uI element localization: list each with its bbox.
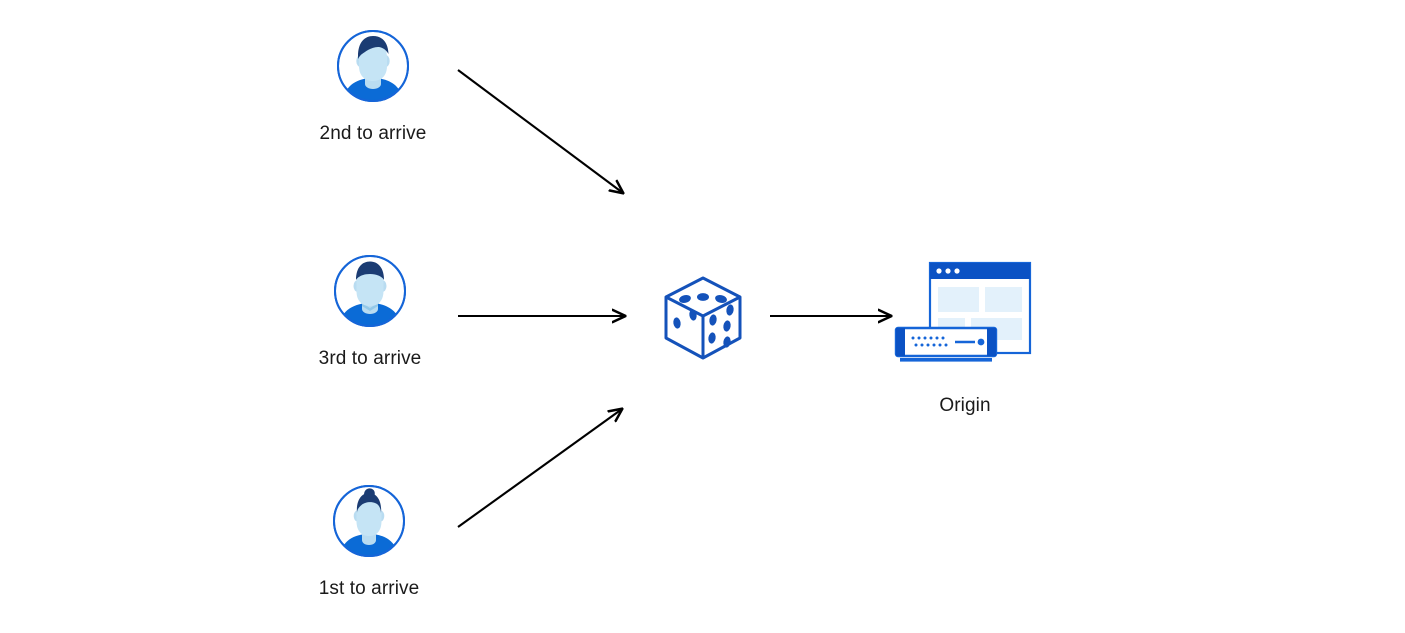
node-person-3[interactable]: 1st to arrive <box>289 483 449 598</box>
origin-server-icon <box>894 261 1032 362</box>
user-avatar-icon <box>334 255 406 327</box>
node-dice[interactable] <box>655 268 751 364</box>
node-origin[interactable]: Origin <box>885 258 1045 415</box>
node-origin-label: Origin <box>939 395 991 416</box>
node-person-1-label: 2nd to arrive <box>319 123 427 144</box>
node-person-2-label: 3rd to arrive <box>318 348 422 369</box>
node-person-1[interactable]: 2nd to arrive <box>293 28 453 143</box>
node-person-3-label: 1st to arrive <box>318 578 420 599</box>
dice-icon <box>664 276 742 360</box>
user-avatar-icon <box>333 485 405 557</box>
arrow-person3-to-dice <box>457 409 622 528</box>
server-appliance-icon <box>894 326 998 362</box>
node-person-2[interactable]: 3rd to arrive <box>290 253 450 368</box>
user-avatar-icon <box>337 30 409 102</box>
arrow-person1-to-dice <box>457 69 623 193</box>
